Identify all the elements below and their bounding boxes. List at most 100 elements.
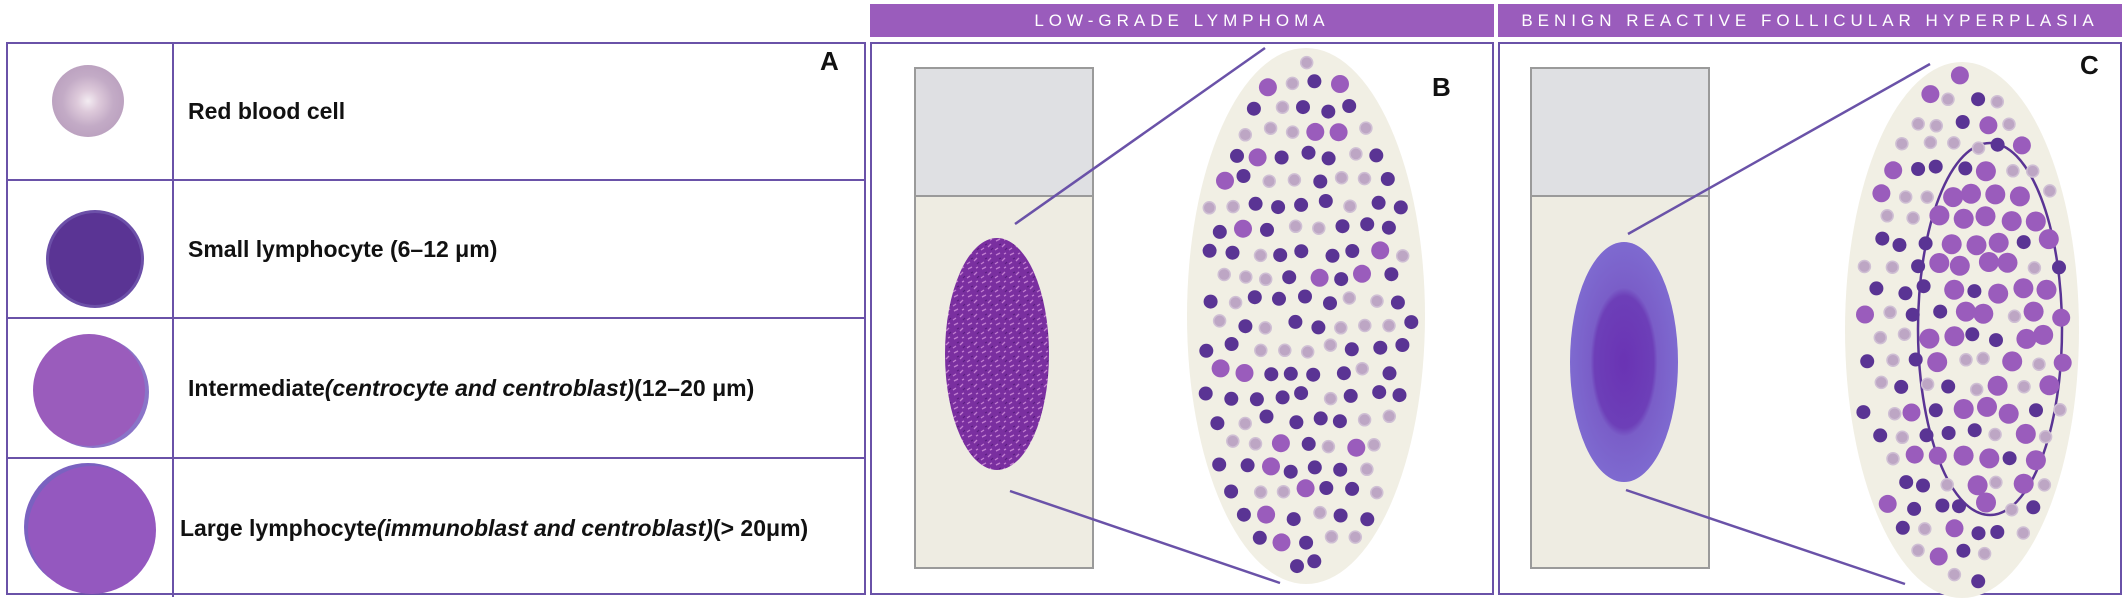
small-cell [1918, 236, 1933, 251]
small-cell [1298, 289, 1312, 304]
rbc-cell [1382, 409, 1397, 424]
small-cell [1905, 307, 1920, 322]
inter-cell [1929, 547, 1948, 566]
small-cell [2016, 235, 2031, 250]
rbc-cell [2053, 403, 2067, 417]
rbc-cell [1976, 351, 1990, 366]
inter-cell [1988, 232, 2009, 253]
small-cell [1404, 315, 1419, 330]
inter-cell [1985, 184, 2006, 205]
rbc-cell [1288, 219, 1303, 234]
rbc-cell [1226, 434, 1240, 448]
rbc-cell [1334, 170, 1349, 185]
small-cell [1271, 200, 1286, 215]
small-cell [1275, 390, 1290, 405]
panel-letter-b: B [1432, 72, 1451, 102]
rbc-cell [1263, 121, 1278, 135]
small-cell [1332, 414, 1347, 429]
small-cell [2002, 451, 2017, 466]
inter-cell [2036, 279, 2057, 300]
inter-cell [2013, 473, 2034, 494]
rbc-cell [1911, 543, 1925, 558]
rbc-cell [2025, 164, 2040, 178]
small-cell [1294, 197, 1309, 212]
small-cell [1935, 498, 1950, 513]
small-cell [1372, 385, 1387, 400]
small-cell [1306, 367, 1321, 382]
inter-cell [1921, 85, 1940, 104]
rbc-cell [1873, 330, 1888, 345]
small-cell [1971, 526, 1986, 541]
small-cell [1274, 150, 1289, 165]
small-cell [1224, 484, 1239, 499]
small-cell [1289, 415, 1304, 430]
small-cell [1343, 388, 1358, 403]
rbc-cell [1382, 318, 1396, 333]
inter-cell [2025, 450, 2046, 471]
inter-cell [1371, 241, 1390, 260]
inter-cell [1944, 279, 1965, 300]
inter-cell [1953, 208, 1974, 229]
small-cell [1210, 416, 1225, 431]
small-cell [1955, 115, 1970, 129]
rbc-cell [1342, 291, 1357, 305]
inter-cell [1306, 122, 1325, 141]
rbc-cell [1959, 353, 1973, 367]
rbc-cell [1262, 174, 1276, 188]
rbc-cell [1906, 211, 1920, 225]
small-cell [1875, 231, 1890, 246]
small-cell [1860, 354, 1875, 369]
rbc-cell [1897, 327, 1912, 341]
small-cell [1989, 333, 2003, 348]
small-cell [1311, 320, 1326, 335]
inter-cell [1929, 253, 1950, 273]
rbc-cell [1969, 382, 1984, 397]
inter-cell [1902, 403, 1921, 422]
inter-cell [2015, 423, 2036, 444]
inter-cell [1347, 438, 1366, 457]
legend-row-small-lymphocyte: Small lymphocyte (6–12 μm) [8, 181, 864, 319]
inter-cell [1258, 78, 1277, 97]
small-cell [1260, 222, 1274, 237]
small-cell [1393, 200, 1408, 215]
small-cell [1334, 272, 1349, 287]
rbc-cell [1334, 321, 1348, 335]
rbc-cell [1278, 343, 1292, 358]
rbc-cell [2043, 184, 2057, 198]
small-cell [1301, 145, 1316, 160]
small-cell [1895, 520, 1910, 535]
cell-legend-table: A Red blood cell Small lymphocyte (6–12 … [6, 42, 866, 597]
intermediate-cell-icon [33, 334, 145, 446]
inter-cell [1945, 519, 1964, 538]
rbc-cell [1395, 249, 1410, 263]
rbc-cell [2027, 261, 2042, 275]
inter-cell [1975, 206, 1996, 227]
header-low-grade-lymphoma: LOW-GRADE LYMPHOMA [870, 4, 1494, 37]
rbc-cell [1202, 201, 1217, 215]
inter-cell [1977, 396, 1997, 417]
small-cell [2052, 260, 2066, 275]
slide-b-frosted-label [914, 67, 1094, 197]
small-cell [1344, 342, 1359, 357]
inter-cell [1987, 375, 2008, 396]
rbc-cell [2017, 379, 2031, 394]
inter-cell [1978, 252, 1999, 272]
rbc-cell [1990, 94, 2005, 109]
inter-cell [1973, 303, 1994, 324]
rbc-cell [1370, 294, 1384, 308]
inter-cell [1271, 434, 1290, 453]
small-cell [1907, 501, 1922, 516]
rbc-cell [2004, 502, 2019, 517]
small-cell [1252, 530, 1267, 545]
small-cell [1899, 475, 1914, 490]
panel-letter-a: A [820, 46, 839, 76]
inter-cell [1953, 445, 1974, 466]
rbc-cell [1239, 270, 1253, 284]
slide-b [914, 67, 1094, 569]
small-cell [1236, 169, 1251, 183]
slide-c-smear [1570, 242, 1678, 482]
small-cell [1318, 194, 1333, 208]
rbc-cell [1275, 100, 1290, 114]
inter-cell [1979, 448, 2000, 469]
inter-cell [1331, 75, 1349, 93]
